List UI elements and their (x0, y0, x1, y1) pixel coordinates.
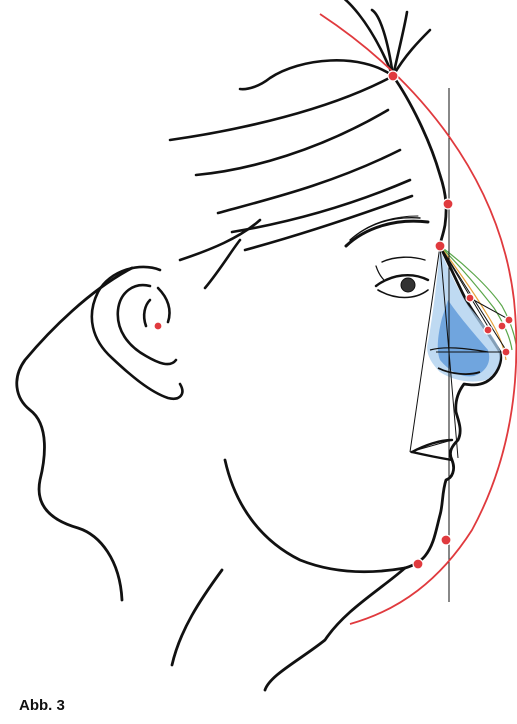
landmark-vertex (388, 71, 398, 81)
hair-strokes (170, 0, 430, 288)
landmark-porion (154, 322, 162, 330)
landmark-nasion (435, 241, 445, 251)
landmark-nose-tip (502, 348, 510, 356)
landmark-menton (413, 559, 423, 569)
ear (92, 267, 183, 399)
figure-caption: Abb. 3 (19, 697, 65, 714)
head-outline (17, 76, 501, 690)
landmark-nasal-dorsum (466, 294, 474, 302)
landmark-subnasale (441, 535, 451, 545)
nose-shading (427, 250, 500, 382)
landmark-point-b (498, 322, 506, 330)
landmark-point-a (484, 326, 492, 334)
landmark-glabella (443, 199, 453, 209)
landmark-point-c (505, 316, 513, 324)
eye-region (346, 216, 428, 298)
